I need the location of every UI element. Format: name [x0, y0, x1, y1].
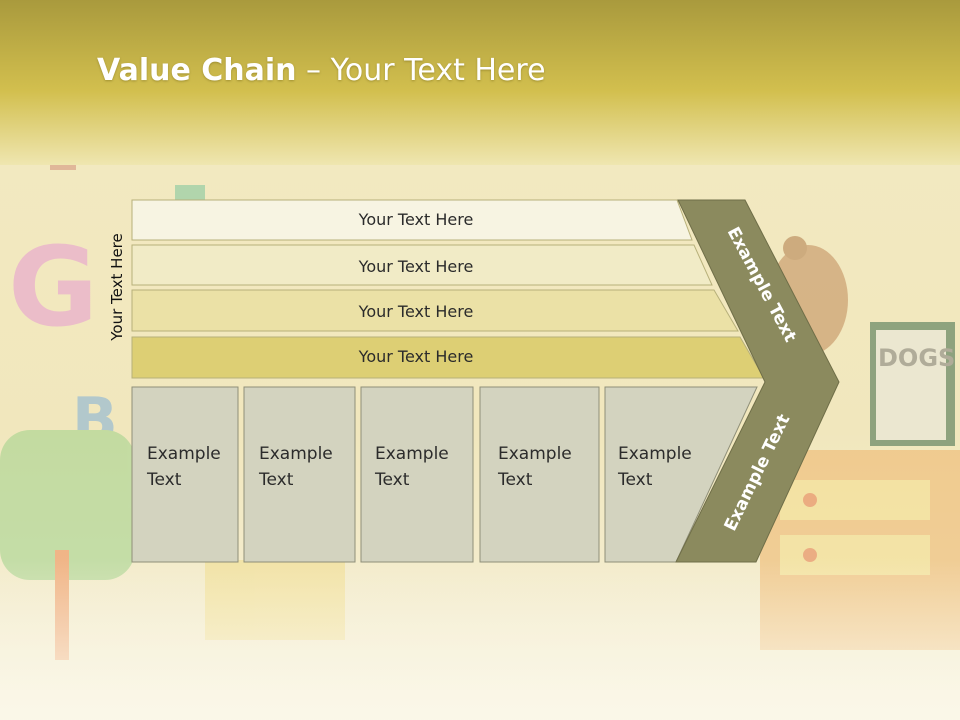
band-1: Your Text Here	[131, 199, 693, 241]
box-4-line2: Text	[497, 470, 533, 490]
svg-text:DOGS: DOGS	[878, 344, 955, 372]
reflection-box-3-line2: Text	[374, 634, 410, 654]
box-1-line2: Text	[146, 470, 182, 490]
band-1-label: Your Text Here	[358, 210, 474, 229]
reflection-box-2-line2: Text	[258, 634, 294, 654]
diagram-reflection: Example Text Example Text Example Text E…	[131, 561, 829, 720]
band-4-label: Your Text Here	[358, 347, 474, 366]
box-2-line2: Text	[258, 470, 294, 490]
title-rest: – Your Text Here	[296, 53, 546, 88]
box-1: Example Text	[131, 386, 239, 563]
reflection-box-4-line1: Example	[498, 660, 572, 680]
band-3: Your Text Here	[131, 289, 739, 332]
band-2-label: Your Text Here	[358, 257, 474, 276]
reflection-box-4-line2: Text	[497, 634, 533, 654]
box-4-line1: Example	[498, 444, 572, 464]
box-3-line1: Example	[375, 444, 449, 464]
box-2: Example Text	[243, 386, 356, 563]
reflection-box-2-line1: Example	[259, 660, 333, 680]
band-3-label: Your Text Here	[358, 302, 474, 321]
box-5-line2: Text	[617, 470, 653, 490]
band-2: Your Text Here	[131, 244, 713, 286]
box-3: Example Text	[360, 386, 474, 563]
band-4: Your Text Here	[131, 336, 765, 379]
box-3-line2: Text	[374, 470, 410, 490]
title-bold: Value Chain	[97, 53, 297, 88]
box-4: Example Text	[479, 386, 600, 563]
slide-title: Value Chain – Your Text Here	[97, 53, 546, 88]
reflection-box-1-line1: Example	[147, 660, 221, 680]
reflection-box-5-line1: Example	[618, 660, 692, 680]
box-1-line1: Example	[147, 444, 221, 464]
reflection-box-1-line2: Text	[146, 634, 182, 654]
reflection-box-5-line2: Text	[617, 634, 653, 654]
background-letter-g: G	[8, 223, 98, 351]
reflection-box-3-line1: Example	[375, 660, 449, 680]
box-5-line1: Example	[618, 444, 692, 464]
box-2-line1: Example	[259, 444, 333, 464]
chevron: Example Text Example Text	[675, 199, 840, 563]
box-5: Example Text	[604, 386, 758, 563]
